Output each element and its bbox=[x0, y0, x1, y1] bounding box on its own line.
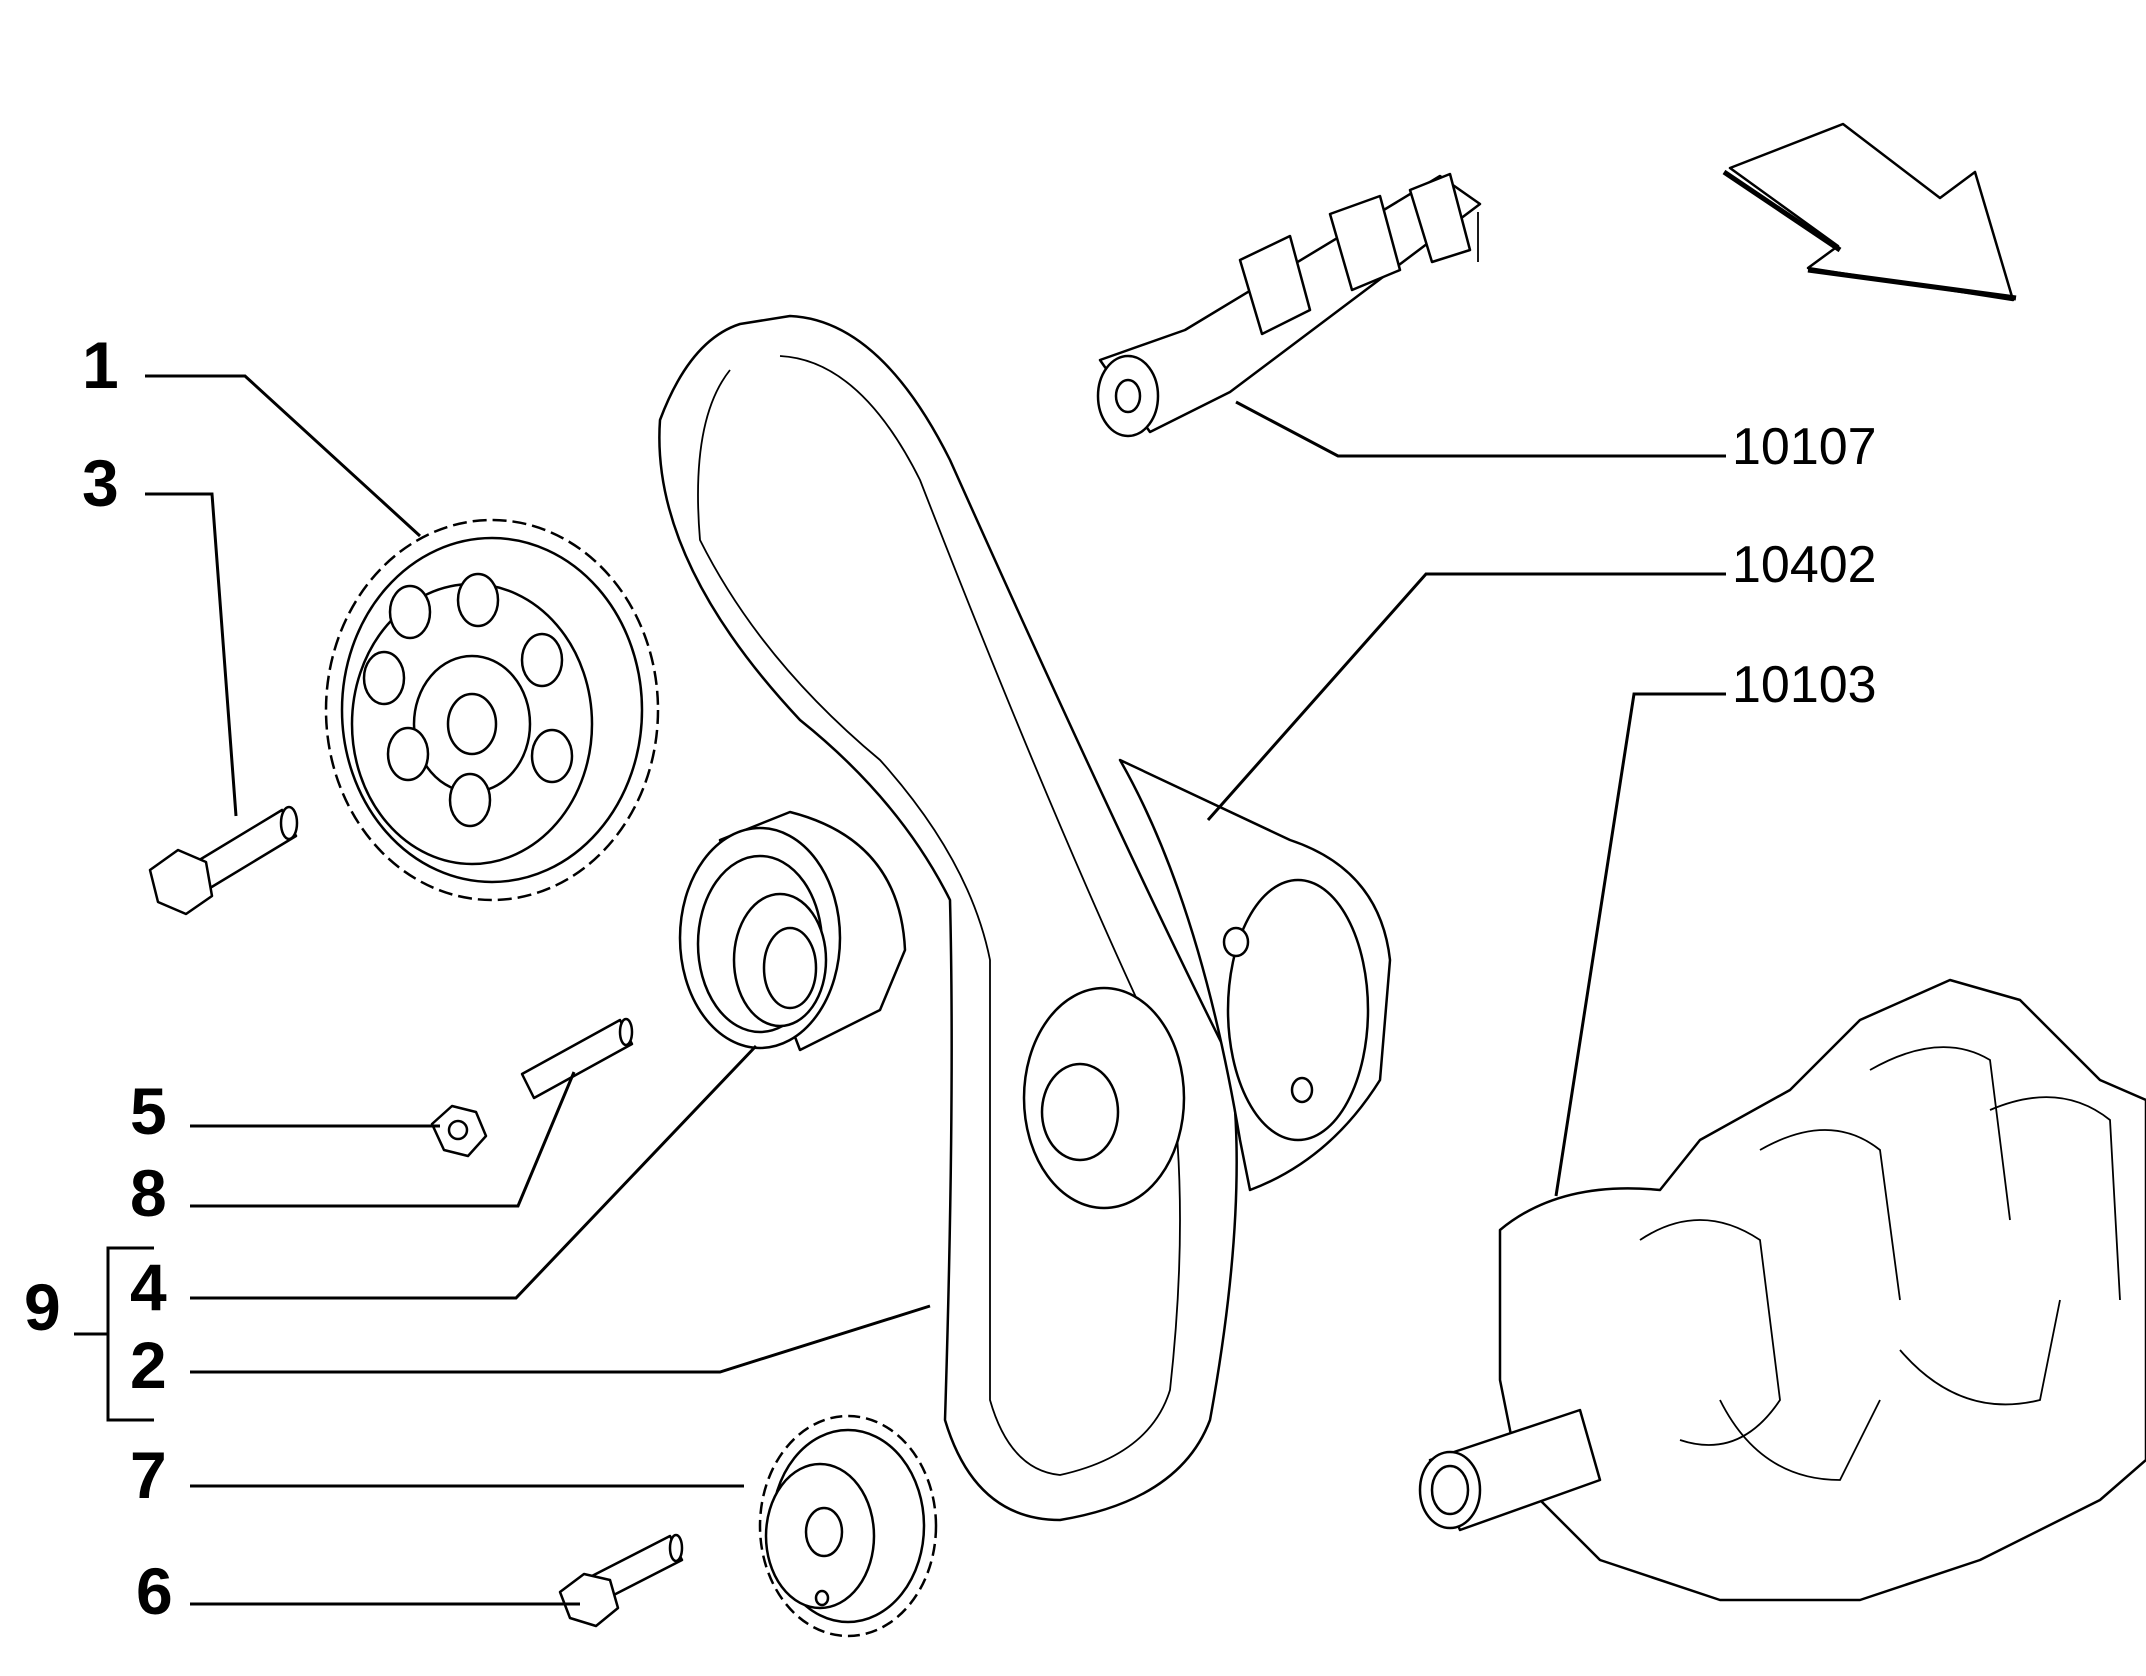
stud bbox=[520, 1017, 634, 1100]
crankshaft-sprocket bbox=[758, 1414, 938, 1638]
leader-lines bbox=[74, 374, 1726, 1606]
callout-labels: 1 3 5 8 9 4 2 7 6 10107 10402 10103 bbox=[24, 328, 1877, 1628]
flange-bolt bbox=[558, 1533, 684, 1628]
direction-arrow-icon bbox=[1722, 122, 2017, 302]
reference-10103: 10103 bbox=[1732, 656, 1877, 714]
crankshaft bbox=[1418, 978, 2146, 1602]
camshaft-gear bbox=[324, 518, 660, 902]
callout-5: 5 bbox=[130, 1074, 167, 1148]
callout-9: 9 bbox=[24, 1270, 61, 1344]
callout-7: 7 bbox=[130, 1438, 167, 1512]
reference-10402: 10402 bbox=[1732, 536, 1877, 594]
callout-6: 6 bbox=[136, 1554, 173, 1628]
hex-nut bbox=[430, 1104, 488, 1158]
oil-pump-housing bbox=[1118, 758, 1392, 1192]
crankshaft-pulley-hub bbox=[1022, 986, 1186, 1210]
callout-4: 4 bbox=[130, 1250, 167, 1324]
timing-belt bbox=[658, 314, 1238, 1522]
reference-10107: 10107 bbox=[1732, 418, 1877, 476]
callout-2: 2 bbox=[130, 1328, 167, 1402]
tensioner-pulley bbox=[678, 810, 907, 1052]
callout-1: 1 bbox=[82, 328, 119, 402]
callout-8: 8 bbox=[130, 1156, 167, 1230]
hex-bolt bbox=[148, 805, 299, 916]
callout-3: 3 bbox=[82, 446, 119, 520]
camshaft bbox=[1096, 172, 1482, 438]
